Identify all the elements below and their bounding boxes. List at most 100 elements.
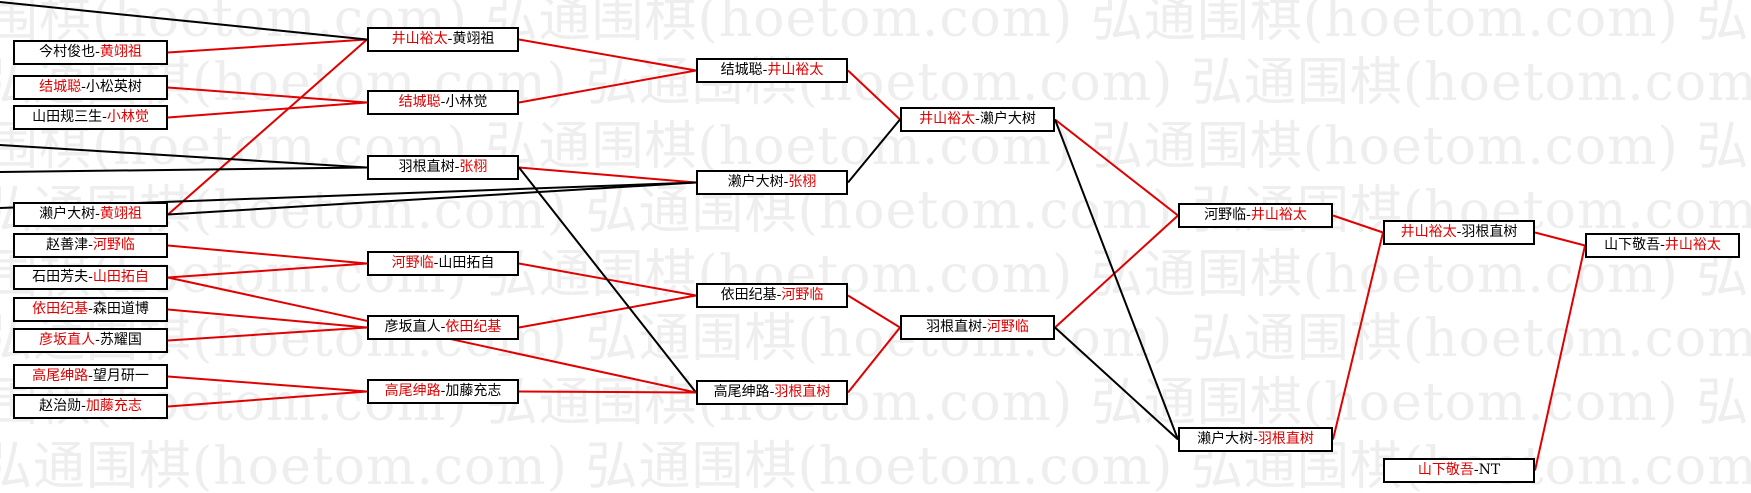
match-r5m1[interactable]: 河野临-井山裕太: [1178, 203, 1333, 228]
match-r1m5[interactable]: 赵善津-河野临: [13, 233, 168, 258]
connector-line: [167, 38, 368, 216]
watermark-text: 弘通围棋(hoetom.com) 弘通围棋(hoetom.com) 弘通围棋(h…: [0, 373, 1751, 433]
connector-line: [1534, 231, 1586, 247]
match-r2m4[interactable]: 河野临-山田拓自: [367, 251, 519, 276]
player-2: 井山裕太: [767, 62, 824, 78]
match-r1m4[interactable]: 濑户大树-黄翊祖: [13, 202, 168, 227]
player-1: 河野临: [1204, 207, 1247, 223]
player-1: 濑户大树: [727, 174, 784, 190]
connector-line: [167, 86, 368, 104]
match-r4m1[interactable]: 井山裕太-濑户大树: [900, 107, 1055, 132]
player-2: 黄翊祖: [99, 44, 142, 60]
player-1: 河野临: [391, 255, 434, 271]
match-r1m3[interactable]: 山田规三生-小林觉: [13, 105, 168, 130]
connector-line: [1054, 214, 1179, 329]
player-2: 山田拓自: [92, 269, 149, 285]
match-r1m1[interactable]: 今村俊也-黄翊祖: [13, 40, 168, 65]
player-1: 濑户大树: [39, 206, 96, 222]
connector-line: [1054, 119, 1179, 440]
match-r4m2[interactable]: 羽根直树-河野临: [900, 315, 1055, 340]
match-r2m5[interactable]: 彦坂直人-依田纪基: [367, 315, 519, 340]
match-r3m1[interactable]: 结城聪-井山裕太: [696, 58, 848, 83]
match-r2m2[interactable]: 结城聪-小林觉: [367, 90, 519, 115]
connector-line: [167, 101, 368, 119]
connector-line: [1534, 245, 1586, 471]
connector-line: [1054, 118, 1179, 217]
connector-line: [847, 294, 901, 329]
watermark-text: 弘通围棋(hoetom.com) 弘通围棋(hoetom.com) 弘通围棋(h…: [0, 53, 1751, 113]
player-2: 小林觉: [445, 94, 488, 110]
connector-line: [1332, 232, 1384, 440]
connector-line: [847, 326, 901, 394]
player-2: 加藤充志: [85, 398, 142, 414]
connector-line: [167, 308, 368, 329]
player-2: 河野临: [92, 237, 135, 253]
player-1: 依田纪基: [720, 287, 777, 303]
player-1: 结城聪: [720, 62, 763, 78]
connector-line: [518, 166, 697, 184]
player-1: 高尾绅路: [713, 384, 770, 400]
player-1: 今村俊也: [39, 44, 96, 60]
player-1: 井山裕太: [919, 111, 976, 127]
player-1: 赵善津: [46, 237, 89, 253]
connector-line: [1332, 214, 1384, 234]
player-1: 山下敬吾: [1604, 237, 1661, 253]
player-1: 井山裕太: [1400, 224, 1457, 240]
player-1: 山田规三生: [32, 109, 103, 125]
match-r3m3[interactable]: 依田纪基-河野临: [696, 283, 848, 308]
match-r1m6[interactable]: 石田芳夫-山田拓自: [13, 265, 168, 290]
connector-line: [167, 244, 368, 265]
connector-line: [167, 326, 368, 342]
match-r2m1[interactable]: 井山裕太-黄翊祖: [367, 27, 519, 52]
connector-line: [0, 166, 368, 173]
match-r1m7[interactable]: 依田纪基-森田道博: [13, 297, 168, 322]
match-r2m6[interactable]: 高尾绅路-加藤充志: [367, 379, 519, 404]
match-r7m1[interactable]: 山下敬吾-井山裕太: [1585, 233, 1740, 258]
player-1: 濑户大树: [1197, 431, 1254, 447]
player-2: 羽根直树: [1461, 224, 1518, 240]
match-r1m10[interactable]: 赵治勋-加藤充志: [13, 394, 168, 419]
player-2: 濑户大树: [979, 111, 1036, 127]
connector-line: [167, 262, 368, 279]
connector-line: [518, 69, 697, 104]
player-2: 河野临: [986, 319, 1029, 335]
connector-line: [847, 69, 901, 121]
match-r6m2[interactable]: 山下敬吾-NT: [1383, 458, 1535, 483]
player-2: 井山裕太: [1250, 207, 1307, 223]
player-2: 黄翊祖: [452, 31, 495, 47]
player-2: 小林觉: [106, 109, 149, 125]
match-r2m3[interactable]: 羽根直树-张栩: [367, 155, 519, 180]
player-2: 黄翊祖: [99, 206, 142, 222]
player-1: 高尾绅路: [32, 368, 89, 384]
match-r1m9[interactable]: 高尾绅路-望月研一: [13, 364, 168, 389]
player-1: 石田芳夫: [32, 269, 89, 285]
player-1: 山下敬吾: [1417, 462, 1474, 478]
player-2: 张栩: [788, 174, 817, 190]
player-1: 井山裕太: [391, 31, 448, 47]
player-2: 羽根直树: [1257, 431, 1314, 447]
player-2: 森田道博: [92, 301, 149, 317]
player-2: 望月研一: [92, 368, 149, 384]
watermark-text: 弘通围棋(hoetom.com) 弘通围棋(hoetom.com) 弘通围棋(h…: [0, 0, 1751, 49]
match-r1m2[interactable]: 结城聪-小松英树: [13, 75, 168, 100]
player-1: 结城聪: [39, 79, 82, 95]
player-1: 羽根直树: [398, 159, 455, 175]
player-1: 彦坂直人: [384, 319, 441, 335]
match-r1m8[interactable]: 彦坂直人-苏耀国: [13, 328, 168, 353]
player-1: 结城聪: [398, 94, 441, 110]
match-r5m2[interactable]: 濑户大树-羽根直树: [1178, 427, 1333, 452]
player-2: 小松英树: [85, 79, 142, 95]
connector-line: [167, 38, 368, 54]
player-1: 羽根直树: [926, 319, 983, 335]
player-2: 加藤充志: [445, 383, 502, 399]
connector-line: [518, 390, 697, 394]
player-2: NT: [1478, 462, 1501, 478]
match-r6m1[interactable]: 井山裕太-羽根直树: [1383, 220, 1535, 245]
match-r3m2[interactable]: 濑户大树-张栩: [696, 170, 848, 195]
match-r3m4[interactable]: 高尾绅路-羽根直树: [696, 380, 848, 405]
watermark-text: 弘通围棋(hoetom.com) 弘通围棋(hoetom.com) 弘通围棋(h…: [0, 117, 1751, 177]
connector-line: [0, 1, 368, 41]
watermark-text: 弘通围棋(hoetom.com) 弘通围棋(hoetom.com) 弘通围棋(h…: [0, 245, 1751, 305]
